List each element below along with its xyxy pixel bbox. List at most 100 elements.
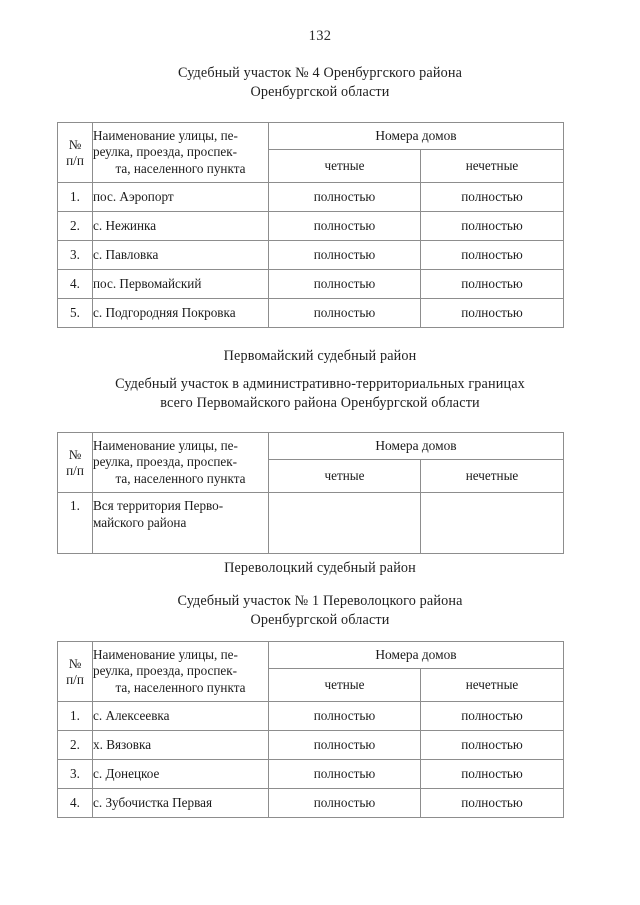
column-header-number: № п/п bbox=[57, 122, 93, 183]
cell-name: с. Павловка bbox=[92, 240, 269, 270]
table-row: 1. Вся территория Перво- майского района bbox=[57, 492, 564, 554]
cell-odd: полностью bbox=[420, 759, 564, 789]
column-header-number-line-1: № bbox=[68, 655, 82, 671]
cell-even: полностью bbox=[268, 759, 421, 789]
table-row: 2. с. Нежинка полностью полностью bbox=[57, 211, 564, 241]
cell-odd bbox=[420, 492, 564, 554]
cell-odd: полностью bbox=[420, 269, 564, 299]
column-header-house-numbers: Номера домов bbox=[268, 641, 564, 669]
table-header-row: № п/п Наименование улицы, пе- реулка, пр… bbox=[57, 432, 564, 493]
table-header-row: № п/п Наименование улицы, пе- реулка, пр… bbox=[57, 641, 564, 702]
table-row: 4. пос. Первомайский полностью полностью bbox=[57, 269, 564, 299]
cell-even: полностью bbox=[268, 298, 421, 328]
column-header-odd: нечетные bbox=[420, 459, 564, 493]
cell-name: с. Зубочистка Первая bbox=[92, 788, 269, 818]
cell-number: 2. bbox=[57, 211, 93, 241]
cell-even bbox=[268, 492, 421, 554]
cell-name: с. Подгородняя Покровка bbox=[92, 298, 269, 328]
cell-odd: полностью bbox=[420, 701, 564, 731]
cell-number: 5. bbox=[57, 298, 93, 328]
column-header-even: четные bbox=[268, 459, 421, 493]
column-header-name-line-3: та, населенного пункта bbox=[115, 470, 246, 486]
heading-uchastok-4: Судебный участок № 4 Оренбургского район… bbox=[0, 64, 640, 101]
cell-name: пос. Аэропорт bbox=[92, 182, 269, 212]
heading-pervomaysky-district: Первомайский судебный район bbox=[0, 347, 640, 366]
cell-number: 2. bbox=[57, 730, 93, 760]
cell-number: 4. bbox=[57, 269, 93, 299]
page-number: 132 bbox=[308, 28, 332, 44]
cell-name: с. Алексеевка bbox=[92, 701, 269, 731]
column-header-even: четные bbox=[268, 668, 421, 702]
table-row: 3. с. Донецкое полностью полностью bbox=[57, 759, 564, 789]
heading-pervomaysky-uchastok-line-1: Судебный участок в административно-терри… bbox=[115, 376, 525, 392]
column-header-number: № п/п bbox=[57, 432, 93, 493]
column-header-name-line-1: Наименование улицы, пе- bbox=[93, 646, 238, 662]
column-header-name-line-3: та, населенного пункта bbox=[115, 679, 246, 695]
cell-even: полностью bbox=[268, 730, 421, 760]
heading-uchastok-4-line-2: Оренбургской области bbox=[250, 83, 390, 100]
column-header-name: Наименование улицы, пе- реулка, проезда,… bbox=[92, 641, 269, 702]
column-header-name-line-2: реулка, проезда, проспек- bbox=[93, 144, 238, 160]
table-uchastok-4: № п/п Наименование улицы, пе- реулка, пр… bbox=[57, 122, 564, 328]
table-row: 4. с. Зубочистка Первая полностью полнос… bbox=[57, 788, 564, 818]
table-row: 1. с. Алексеевка полностью полностью bbox=[57, 701, 564, 731]
cell-name: х. Вязовка bbox=[92, 730, 269, 760]
heading-perevolotsky-uchastok: Судебный участок № 1 Переволоцкого район… bbox=[0, 592, 640, 629]
heading-uchastok-4-line-1: Судебный участок № 4 Оренбургского район… bbox=[177, 65, 463, 81]
cell-name: Вся территория Перво- майского района bbox=[92, 492, 269, 554]
column-header-name-line-2: реулка, проезда, проспек- bbox=[93, 663, 238, 679]
column-header-odd: нечетные bbox=[420, 668, 564, 702]
cell-odd: полностью bbox=[420, 182, 564, 212]
heading-perevolotsky-district-line-1: Переволоцкий судебный район bbox=[224, 560, 416, 576]
heading-perevolotsky-uchastok-line-1: Судебный участок № 1 Переволоцкого район… bbox=[177, 593, 463, 609]
cell-number: 4. bbox=[57, 788, 93, 818]
table-row: 5. с. Подгородняя Покровка полностью пол… bbox=[57, 298, 564, 328]
column-header-number-line-2: п/п bbox=[66, 152, 84, 168]
table-subheader-row: четные нечетные bbox=[58, 668, 564, 702]
cell-number: 1. bbox=[57, 492, 93, 554]
column-header-number-line-2: п/п bbox=[66, 462, 84, 478]
cell-even: полностью bbox=[268, 788, 421, 818]
column-header-number-line-1: № bbox=[68, 446, 82, 462]
column-header-number-line-2: п/п bbox=[66, 671, 84, 687]
column-header-name-line-3: та, населенного пункта bbox=[115, 160, 246, 176]
cell-even: полностью bbox=[268, 182, 421, 212]
heading-pervomaysky-uchastok: Судебный участок в административно-терри… bbox=[0, 375, 640, 412]
cell-number: 1. bbox=[57, 701, 93, 731]
cell-name-line-1: Вся территория Перво- bbox=[93, 498, 224, 513]
table-perevolotsky: № п/п Наименование улицы, пе- реулка, пр… bbox=[57, 641, 564, 818]
column-header-even: четные bbox=[268, 149, 421, 183]
heading-perevolotsky-uchastok-line-2: Оренбургской области bbox=[250, 611, 390, 628]
cell-even: полностью bbox=[268, 240, 421, 270]
cell-number: 3. bbox=[57, 759, 93, 789]
column-header-name-line-2: реулка, проезда, проспек- bbox=[93, 454, 238, 470]
cell-even: полностью bbox=[268, 211, 421, 241]
heading-perevolotsky-district: Переволоцкий судебный район bbox=[0, 559, 640, 578]
cell-even: полностью bbox=[268, 269, 421, 299]
cell-name-line-2: майского района bbox=[93, 515, 187, 530]
cell-even: полностью bbox=[268, 701, 421, 731]
column-header-name-line-1: Наименование улицы, пе- bbox=[93, 437, 238, 453]
cell-odd: полностью bbox=[420, 730, 564, 760]
column-header-name: Наименование улицы, пе- реулка, проезда,… bbox=[92, 432, 269, 493]
table-row: 3. с. Павловка полностью полностью bbox=[57, 240, 564, 270]
heading-pervomaysky-district-line-1: Первомайский судебный район bbox=[223, 348, 417, 364]
column-header-name-line-1: Наименование улицы, пе- bbox=[93, 127, 238, 143]
cell-number: 1. bbox=[57, 182, 93, 212]
table-row: 1. пос. Аэропорт полностью полностью bbox=[57, 182, 564, 212]
table-pervomaysky: № п/п Наименование улицы, пе- реулка, пр… bbox=[57, 432, 564, 554]
column-header-odd: нечетные bbox=[420, 149, 564, 183]
table-header-row: № п/п Наименование улицы, пе- реулка, пр… bbox=[57, 122, 564, 183]
cell-odd: полностью bbox=[420, 240, 564, 270]
cell-odd: полностью bbox=[420, 211, 564, 241]
heading-pervomaysky-uchastok-line-2: всего Первомайского района Оренбургской … bbox=[160, 394, 480, 411]
cell-odd: полностью bbox=[420, 788, 564, 818]
cell-odd: полностью bbox=[420, 298, 564, 328]
table-subheader-row: четные нечетные bbox=[58, 149, 564, 183]
table-row: 2. х. Вязовка полностью полностью bbox=[57, 730, 564, 760]
column-header-number: № п/п bbox=[57, 641, 93, 702]
cell-name: с. Донецкое bbox=[92, 759, 269, 789]
cell-number: 3. bbox=[57, 240, 93, 270]
column-header-name: Наименование улицы, пе- реулка, проезда,… bbox=[92, 122, 269, 183]
